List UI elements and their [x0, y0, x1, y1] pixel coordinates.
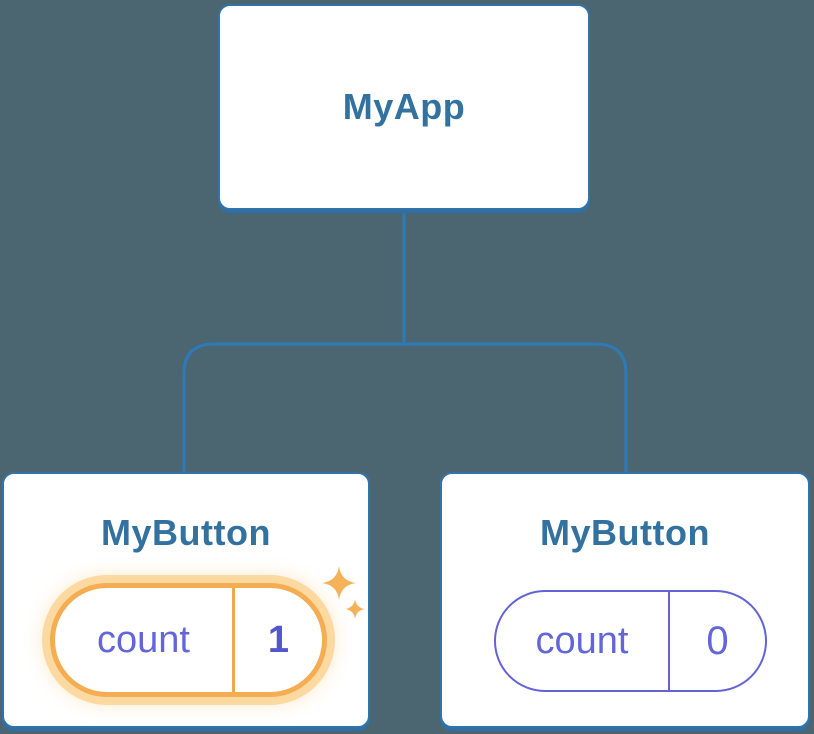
state-value: 0: [706, 618, 729, 663]
node-mybutton-right: MyButton count 0: [440, 472, 810, 728]
state-pill-count-updated: count 1: [50, 583, 327, 697]
component-label: MyApp: [342, 86, 466, 127]
component-label: MyButton: [540, 512, 710, 553]
component-label: MyButton: [101, 512, 271, 553]
state-key-label: count: [496, 592, 670, 690]
state-value: 1: [267, 618, 290, 661]
state-key-label: count: [55, 588, 235, 692]
node-root-myapp: MyApp: [218, 4, 590, 210]
connector-branch-bracket: [182, 342, 628, 473]
node-mybutton-left: MyButton count 1: [2, 472, 370, 728]
state-pill-count: count 0: [494, 590, 767, 692]
sparkle-icon: [322, 566, 365, 619]
